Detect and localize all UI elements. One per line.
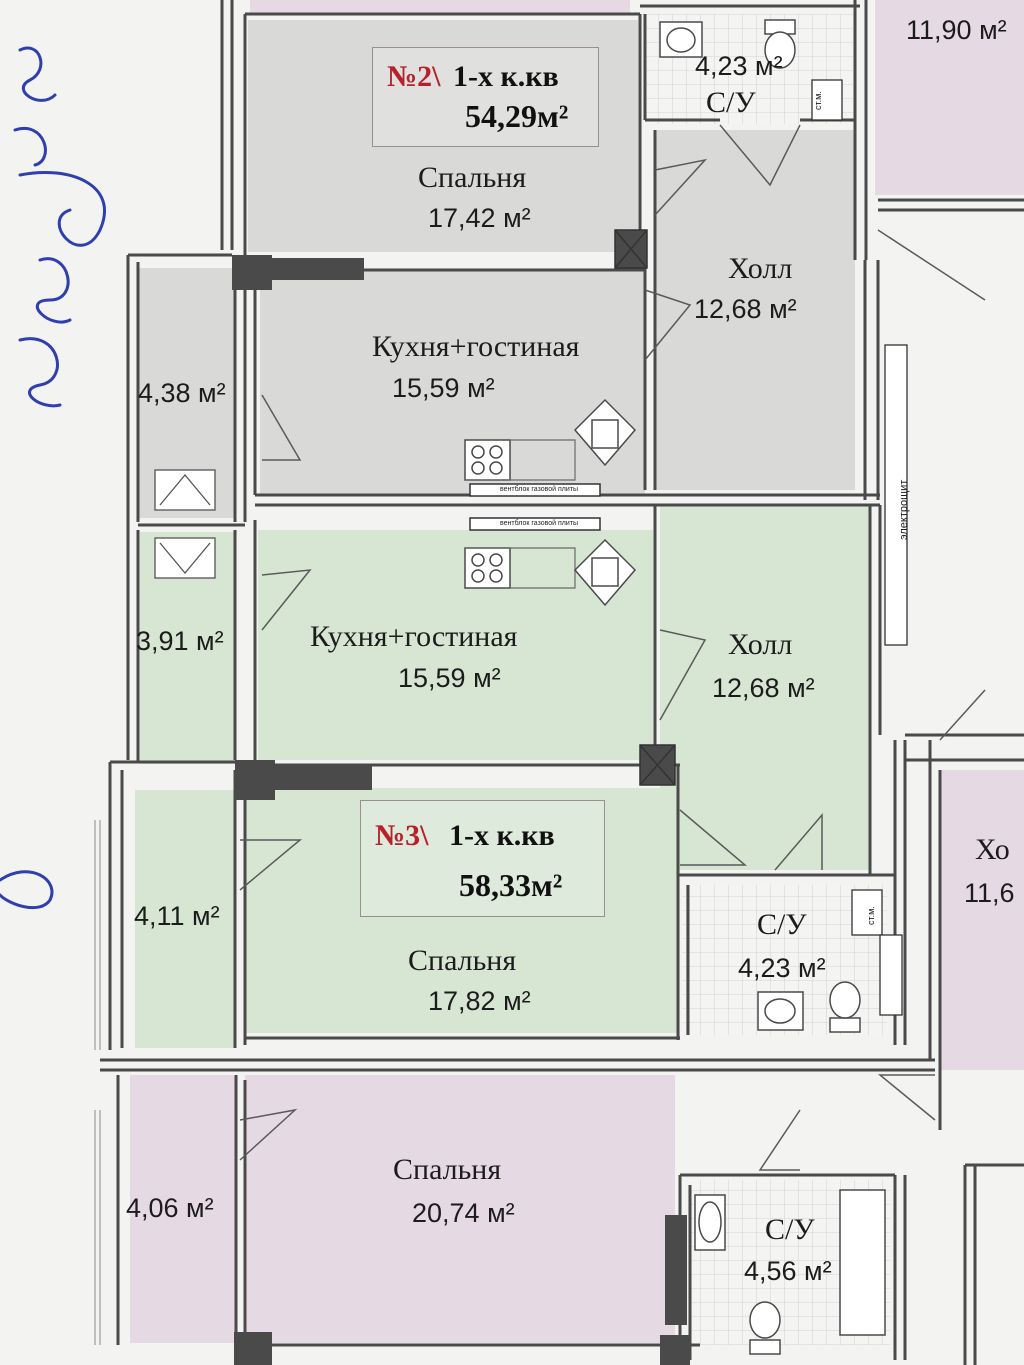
room-area: 4,23 м² (695, 51, 783, 81)
room-name: С/У (765, 1213, 815, 1246)
room-name: Спальня (418, 161, 527, 194)
apartment-total-area: 54,29м² (465, 98, 569, 134)
room-name: Спальня (408, 944, 517, 977)
apartment-type: 1-х к.кв (453, 60, 559, 93)
apartment-number: №2\ (387, 60, 441, 93)
room-area: 4,11 м² (134, 901, 220, 931)
stove-icon (464, 547, 511, 589)
riser-label: ст.м. (813, 91, 823, 110)
riser (811, 79, 883, 936)
room-area: 4,38 м² (138, 378, 226, 408)
bathtub-icon (659, 21, 886, 1336)
sink-icon (573, 398, 637, 607)
electric-panel-label: электрощит (898, 479, 910, 540)
doors (239, 124, 986, 1171)
apartment-2-fill (138, 14, 855, 518)
column-marker-icon (614, 229, 676, 786)
apartment-2-tag: №2\ 1-х к.кв 54,29м² (372, 47, 599, 147)
riser-label: ст.м. (866, 906, 876, 925)
room-name: Холл (728, 628, 793, 661)
room-area: 15,59 м² (398, 663, 501, 693)
stove-icon (464, 439, 511, 481)
room-area: 4,23 м² (738, 953, 826, 983)
solid-walls (232, 255, 690, 1365)
electric-panel (879, 344, 908, 1016)
apartment-type: 1-х к.кв (449, 819, 555, 852)
room-area: 20,74 м² (412, 1198, 515, 1228)
room-name: С/У (706, 86, 756, 119)
room-name: Спальня (393, 1153, 502, 1186)
room-area: 15,59 м² (392, 373, 495, 403)
room-name: Холл (728, 252, 793, 285)
room-name: Хо (975, 833, 1010, 866)
gas-duct-label: вентблок газовой плиты (500, 486, 579, 493)
ventilation-icon (154, 469, 216, 579)
facade-lines (94, 820, 101, 1345)
room-area: 17,42 м² (428, 203, 531, 233)
room-area: 3,91 м² (136, 626, 224, 656)
room-area: 11,6 (964, 878, 1015, 908)
room-area: 12,68 м² (712, 673, 815, 703)
room-area: 4,56 м² (744, 1256, 832, 1286)
room-area: 17,82 м² (428, 986, 531, 1016)
counters (465, 439, 576, 589)
handwritten-note-ink (0, 46, 107, 910)
apartment-total-area: 58,33м² (459, 867, 563, 903)
room-name: Кухня+гостиная (310, 620, 518, 653)
room-area: 4,06 м² (126, 1193, 214, 1223)
apartment-3-fill (135, 505, 887, 1048)
apartment-3-tag: №3\ 1-х к.кв 58,33м² (360, 800, 605, 917)
toilet-icon (749, 19, 861, 1355)
gas-duct (469, 483, 601, 531)
room-name: Кухня+гостиная (372, 330, 580, 363)
gas-duct-label: вентблок газовой плиты (500, 520, 579, 527)
room-name: С/У (757, 908, 807, 941)
room-area: 11,90 м² (906, 15, 1007, 45)
walls (100, 0, 1024, 1365)
apartment-number: №3\ (375, 819, 429, 852)
room-area: 12,68 м² (694, 294, 797, 324)
